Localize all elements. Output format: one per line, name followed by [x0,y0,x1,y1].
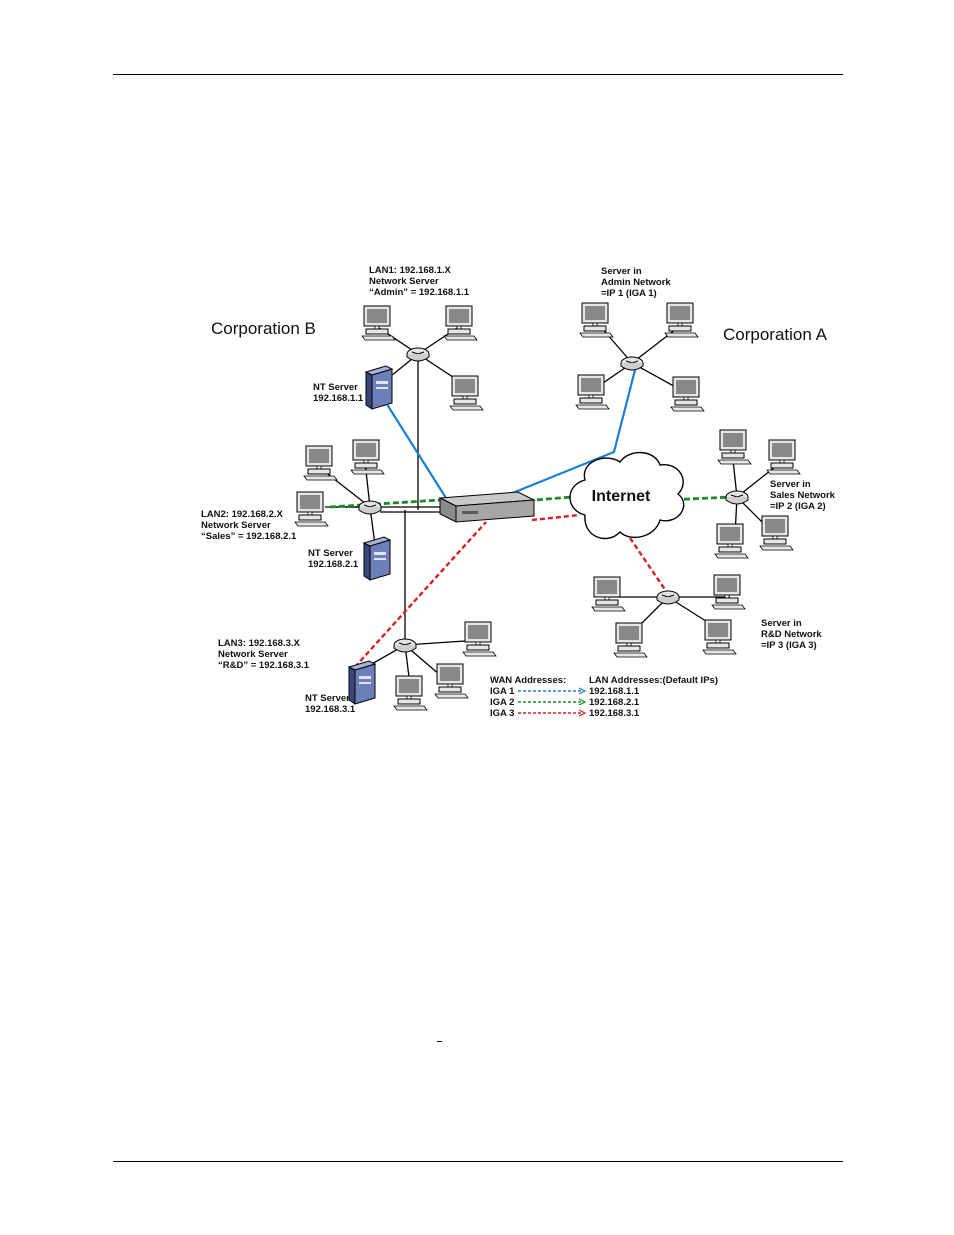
nt-server-2-icon [363,536,391,581]
pc-icon [759,515,794,551]
pc-icon [575,374,610,410]
svg-text:Sales Network: Sales Network [770,490,836,501]
nt-server-3-label: NT Server 192.168.3.1 [305,693,356,715]
iga1-link [377,365,638,499]
pc-icon [591,576,626,612]
svg-text:Admin Network: Admin Network [601,277,671,288]
svg-text:=IP 3 (IGA 3): =IP 3 (IGA 3) [761,640,817,651]
svg-text:Network Server: Network Server [201,520,271,531]
lan3-label: LAN3: 192.168.3.X Network Server “R&D” =… [218,638,310,671]
svg-text:R&D Network: R&D Network [761,629,822,640]
sales-server-label: Server in Sales Network =IP 2 (IGA 2) [770,479,836,512]
svg-text:192.168.3.1: 192.168.3.1 [305,704,356,715]
legend-lan-3: 192.168.3.1 [589,708,640,719]
hub-lan1 [406,347,430,362]
hub-rnd [656,590,680,605]
pc-icon [294,491,329,527]
hub-admin [620,356,644,371]
svg-text:192.168.1.1: 192.168.1.1 [313,393,364,404]
svg-text:“R&D” = 192.168.3.1: “R&D” = 192.168.3.1 [218,660,310,671]
pc-icon [303,445,338,481]
address-legend: WAN Addresses: LAN Addresses:(Default IP… [490,675,718,719]
lan2-label: LAN2: 192.168.2.X Network Server “Sales”… [201,509,297,542]
pc-icon [664,302,699,338]
corp-b-title: Corporation B [211,319,316,338]
internet-label: Internet [592,488,651,505]
nt-server-2-label: NT Server 192.168.2.1 [308,548,359,570]
hub-lan2 [358,500,382,515]
admin-server-label: Server in Admin Network =IP 1 (IGA 1) [601,266,671,299]
legend-lan-1: 192.168.1.1 [589,686,640,697]
svg-text:Network Server: Network Server [369,276,439,287]
svg-text:LAN3: 192.168.3.X: LAN3: 192.168.3.X [218,638,301,649]
pc-icon [434,663,469,699]
svg-text:Network Server: Network Server [218,649,288,660]
svg-text:“Admin” = 192.168.1.1: “Admin” = 192.168.1.1 [369,287,470,298]
pc-icon [449,375,484,411]
svg-text:LAN2: 192.168.2.X: LAN2: 192.168.2.X [201,509,284,520]
pc-icon [711,574,746,610]
nt-server-3-icon [348,660,376,705]
svg-text:Server in: Server in [770,479,811,490]
footer-rule [113,1161,843,1162]
internet-cloud: Internet [569,451,685,540]
iga3-link [354,513,669,668]
svg-text:“Sales” = 192.168.2.1: “Sales” = 192.168.2.1 [201,531,297,542]
svg-text:192.168.2.1: 192.168.2.1 [308,559,359,570]
svg-text:NT Server: NT Server [313,382,358,393]
gateway-device [438,491,536,523]
legend-wan-2: IGA 2 [490,697,514,708]
corp-a-title: Corporation A [723,325,828,344]
pc-icon [714,523,749,559]
svg-text:=IP 1 (IGA 1): =IP 1 (IGA 1) [601,288,657,299]
nt-server-1-icon [365,365,393,410]
pc-icon [443,305,478,341]
svg-text:=IP 2 (IGA 2): =IP 2 (IGA 2) [770,501,826,512]
stray-mark [437,1041,442,1042]
pc-icon [702,619,737,655]
svg-text:LAN1: 192.168.1.X: LAN1: 192.168.1.X [369,265,452,276]
pc-icon [670,376,705,412]
pc-icon [462,621,497,657]
legend-lan-2: 192.168.2.1 [589,697,640,708]
nt-server-1-label: NT Server 192.168.1.1 [313,382,364,404]
pc-icon [613,622,648,658]
pc-icon [393,675,428,711]
header-rule [113,74,843,75]
hub-lan3 [393,638,417,653]
legend-lan-header: LAN Addresses:(Default IPs) [589,675,718,686]
svg-text:Server in: Server in [601,266,642,277]
lan1-label: LAN1: 192.168.1.X Network Server “Admin”… [369,265,470,298]
svg-text:Server in: Server in [761,618,802,629]
svg-text:NT Server: NT Server [308,548,353,559]
legend-wan-header: WAN Addresses: [490,675,566,686]
svg-text:NT Server: NT Server [305,693,350,704]
pc-icon [350,439,385,475]
legend-wan-3: IGA 3 [490,708,514,719]
pc-icon [579,302,614,338]
pc-icon [717,429,752,465]
rnd-server-label: Server in R&D Network =IP 3 (IGA 3) [761,618,822,651]
legend-wan-1: IGA 1 [490,686,515,697]
hub-sales [725,490,749,505]
